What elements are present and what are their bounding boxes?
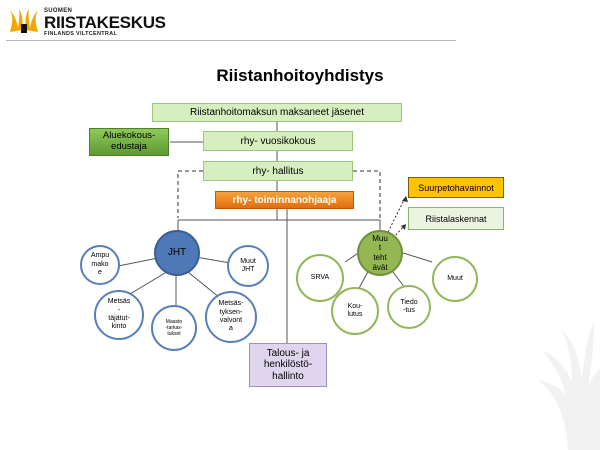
jht-circle: JHT xyxy=(154,230,200,276)
srva-circle: SRVA xyxy=(296,254,344,302)
muut-tehtavat-circle: Muu t teht ävät xyxy=(357,230,403,276)
board-box: rhy- hallitus xyxy=(203,161,353,181)
muut-circle: Muut xyxy=(432,256,478,302)
header-divider xyxy=(6,40,456,41)
tiedotus-circle: Tiedo -tus xyxy=(387,285,431,329)
executive-director-box: rhy- toiminnanohjaaja xyxy=(215,191,354,209)
brand-subtitle: FINLANDS VILTCENTRAL xyxy=(44,31,118,37)
metsastajatutkinto-circle: Metsäs - täjätut- kinto xyxy=(94,290,144,340)
maastotarkastukset-circle: Maasto -tarkas- tukset xyxy=(151,305,197,351)
metsastyksenvalvonta-circle: Metsäs- tyksen- valvont a xyxy=(205,291,257,343)
brand-name: RIISTAKESKUS xyxy=(44,13,166,32)
diagram-title: Riistanhoitoyhdistys xyxy=(216,66,384,85)
regional-representative-box: Aluekokous- edustaja xyxy=(89,128,169,156)
finance-hr-box: Talous- ja henkilöstö- hallinto xyxy=(249,343,327,387)
antler-logo-icon xyxy=(10,9,38,33)
brand-prefix: SUOMEN xyxy=(44,8,73,14)
game-counts-box: Riistalaskennat xyxy=(408,207,504,230)
ampumakoe-circle: Ampu mako e xyxy=(80,245,120,285)
koulutus-circle: Kou- lutus xyxy=(331,287,379,335)
large-predator-observations-box: Suurpetohavainnot xyxy=(408,177,504,198)
annual-meeting-box: rhy- vuosikokous xyxy=(203,131,353,151)
muut-jht-circle: Muut JHT xyxy=(227,245,269,287)
antler-watermark-icon xyxy=(538,322,600,450)
members-box: Riistanhoitomaksun maksaneet jäsenet xyxy=(152,103,402,122)
